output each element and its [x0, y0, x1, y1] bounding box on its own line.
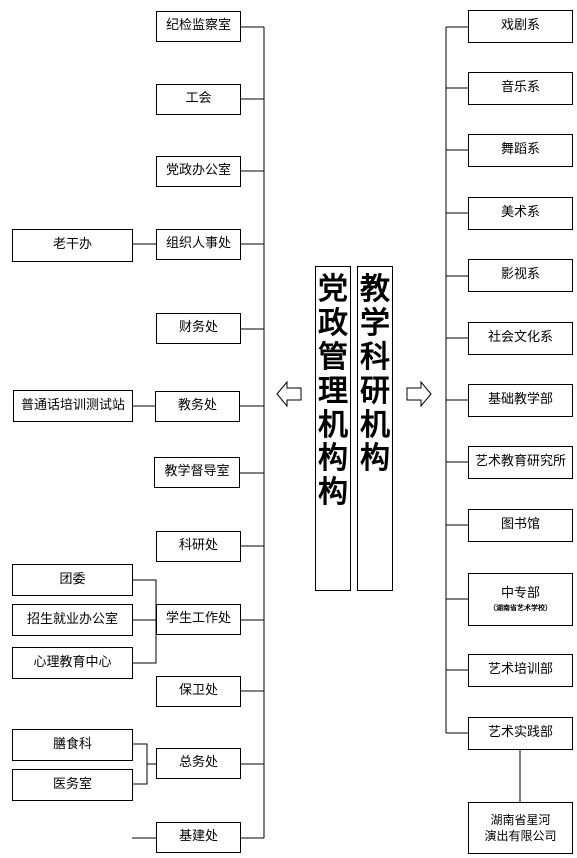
unit-label: 招生就业办公室 [26, 611, 118, 627]
teaching-unit: 艺术实践部 [468, 717, 573, 750]
unit-label: 艺术教育研究所 [474, 454, 566, 470]
unit-label-line: 湖南省星河 [490, 812, 551, 827]
title-char: 构 [360, 441, 390, 477]
teaching-unit: 美术系 [468, 197, 573, 230]
teaching-unit: 艺术教育研究所 [468, 446, 573, 479]
title-char: 构 [318, 441, 348, 477]
teaching-unit: 中专部 （湖南省艺术学校） [468, 573, 573, 626]
teaching-research-title: 教 学 科 研 机 构 [357, 266, 393, 591]
admin-unit: 党政办公室 [156, 156, 241, 187]
admin-subunit: 普通话培训测试站 [13, 390, 133, 422]
unit-label: 艺术实践部 [487, 725, 553, 741]
unit-label: 教务处 [177, 398, 217, 414]
unit-label: 图书馆 [500, 517, 540, 533]
admin-unit: 总务处 [156, 748, 241, 779]
title-char: 学 [360, 305, 390, 341]
admin-unit: 纪检监察室 [156, 11, 241, 42]
unit-label: 组织人事处 [165, 236, 231, 252]
teaching-unit: 戏剧系 [468, 10, 573, 43]
admin-subunit: 医务室 [12, 769, 133, 801]
unit-label: 医务室 [52, 776, 92, 792]
unit-label: 纪检监察室 [165, 18, 231, 34]
unit-label: 总务处 [178, 755, 218, 771]
unit-label: 基建处 [178, 829, 218, 845]
unit-label: 老干办 [52, 237, 92, 253]
unit-label: 科研处 [178, 538, 218, 554]
admin-subunit: 团委 [12, 564, 133, 596]
unit-label: 艺术培训部 [487, 662, 553, 678]
admin-unit: 科研处 [156, 531, 241, 562]
admin-unit: 教学督导室 [154, 457, 240, 488]
teaching-unit: 舞蹈系 [468, 134, 573, 167]
unit-label: 普通话培训测试站 [20, 397, 125, 413]
unit-label: 党政办公室 [165, 163, 231, 179]
admin-subunit: 心理教育中心 [12, 647, 133, 679]
admin-subunit: 膳食科 [12, 729, 133, 761]
title-char: 政 [318, 305, 348, 341]
title-char: 教 [360, 272, 390, 307]
unit-label: 中专部 [500, 586, 540, 601]
unit-label: 团委 [59, 571, 86, 587]
unit-label: 美术系 [500, 205, 540, 221]
admin-subunit: 老干办 [12, 229, 133, 262]
unit-label: 保卫处 [178, 683, 218, 699]
title-char: 理 [318, 373, 348, 409]
performance-company: 湖南省星河 演出有限公司 [468, 802, 573, 854]
unit-note: （湖南省艺术学校） [489, 603, 552, 612]
unit-label: 基础教学部 [487, 392, 553, 408]
unit-label: 财务处 [178, 320, 218, 336]
title-char: 研 [360, 373, 390, 409]
title-char: 管 [318, 339, 348, 375]
unit-label: 教学督导室 [164, 464, 230, 480]
unit-label: 膳食科 [52, 736, 92, 752]
teaching-unit: 艺术培训部 [468, 654, 573, 687]
admin-unit: 组织人事处 [156, 229, 241, 260]
unit-label: 工会 [185, 91, 212, 107]
teaching-unit: 基础教学部 [468, 384, 573, 417]
teaching-unit: 音乐系 [468, 72, 573, 105]
teaching-unit: 社会文化系 [468, 322, 573, 355]
unit-label: 舞蹈系 [500, 142, 540, 158]
left-arrow-icon [276, 380, 302, 408]
unit-label: 社会文化系 [487, 330, 553, 346]
right-arrow-icon [406, 380, 432, 408]
admin-institutions-title: 党 政 管 理 机 构 构 [315, 266, 351, 591]
title-char: 构 [318, 475, 348, 511]
unit-label-line: 演出有限公司 [484, 829, 557, 843]
admin-unit: 基建处 [156, 822, 241, 853]
title-char: 党 [318, 272, 348, 307]
admin-subunit: 招生就业办公室 [12, 604, 133, 636]
unit-label: 音乐系 [500, 80, 540, 96]
title-char: 机 [318, 407, 348, 443]
admin-unit: 保卫处 [156, 676, 241, 707]
admin-unit: 学生工作处 [156, 604, 241, 635]
unit-label: 影视系 [500, 267, 540, 283]
title-char: 科 [360, 339, 390, 375]
admin-unit: 教务处 [155, 391, 240, 422]
title-char: 机 [360, 407, 390, 443]
admin-unit: 工会 [156, 84, 241, 115]
unit-label: 学生工作处 [165, 611, 231, 627]
unit-label: 心理教育中心 [33, 654, 112, 670]
unit-label: 戏剧系 [500, 18, 540, 34]
teaching-unit: 影视系 [468, 259, 573, 292]
admin-unit: 财务处 [156, 313, 241, 344]
teaching-unit: 图书馆 [468, 509, 573, 542]
